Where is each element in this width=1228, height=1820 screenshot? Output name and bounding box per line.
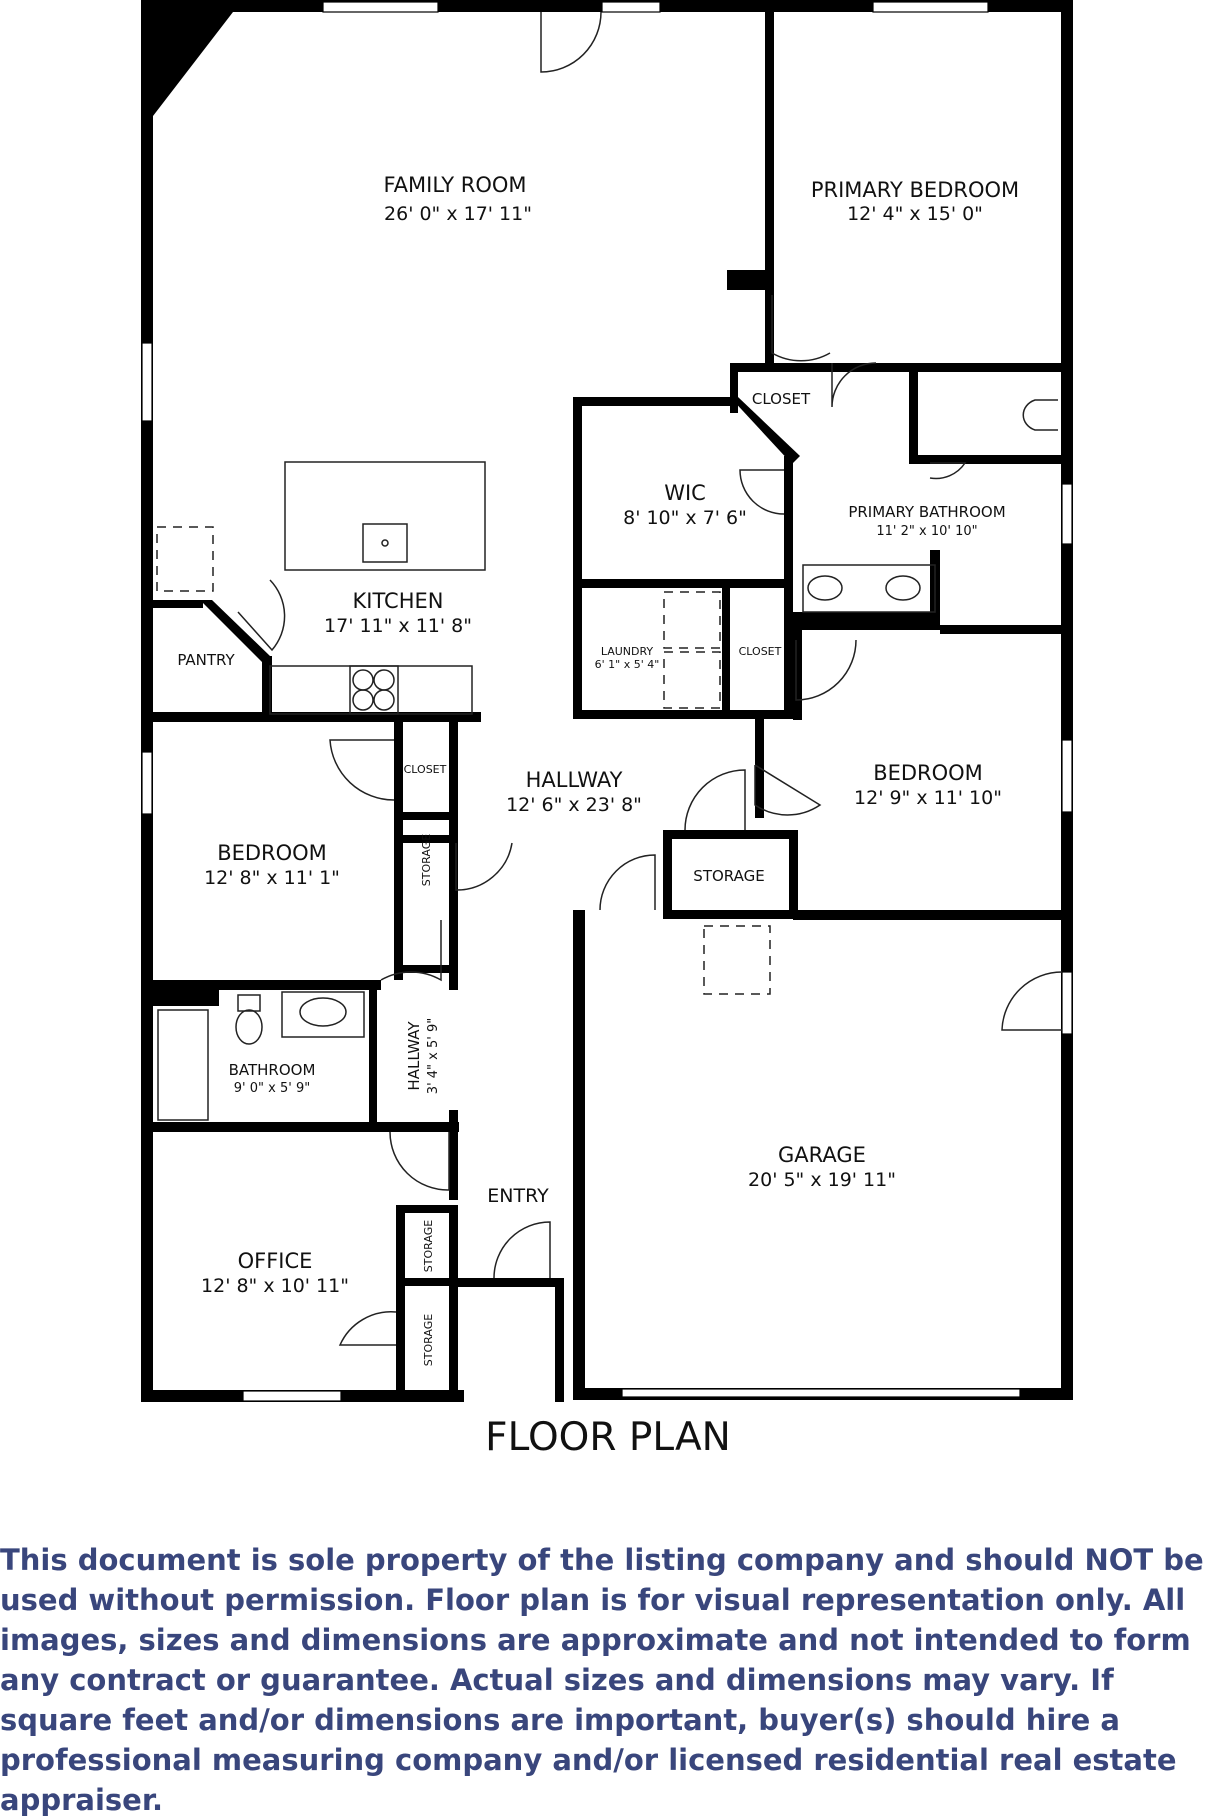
pantry-label: PANTRY [177,651,235,669]
bedroom-right-dimensions: 12' 9" x 11' 10" [854,787,1002,809]
hallway-dimensions: 12' 6" x 23' 8" [506,794,642,816]
kitchen-label: KITCHEN [353,589,444,613]
bedroom-left-dimensions: 12' 8" x 11' 1" [204,867,340,889]
laundry-dimensions: 6' 1" x 5' 4" [595,658,660,671]
storage-office-1-label: STORAGE [422,1220,435,1272]
laundry-label: LAUNDRY [601,645,654,658]
family-room-dimensions: 26' 0" x 17' 11" [384,203,532,225]
bathroom-label: BATHROOM [229,1061,316,1079]
bathroom-dimensions: 9' 0" x 5' 9" [234,1081,310,1096]
storage-mid-label: STORAGE [693,867,764,885]
wic-dimensions: 8' 10" x 7' 6" [623,507,747,529]
primary-bedroom-label: PRIMARY BEDROOM [811,178,1019,202]
hallway-label: HALLWAY [526,768,623,792]
storage-office-2-label: STORAGE [422,1314,435,1366]
garage-dimensions: 20' 5" x 19' 11" [748,1169,896,1191]
fixtures [156,399,1058,1121]
entry-label: ENTRY [487,1185,549,1207]
doors [237,11,1063,1346]
primary-bathroom-label: PRIMARY BATHROOM [848,503,1005,521]
closet-primary-label: CLOSET [752,390,811,408]
disclaimer-text: This document is sole property of the li… [0,1543,1204,1817]
wic-label: WIC [664,481,706,505]
office-dimensions: 12' 8" x 10' 11" [201,1275,349,1297]
garage-label: GARAGE [778,1143,866,1167]
storage-left-label: STORAGE [420,834,433,886]
kitchen-dimensions: 17' 11" x 11' 8" [324,615,472,637]
windows [141,1,1073,1402]
floor-plan-drawing: FAMILY ROOM 26' 0" x 17' 11" PRIMARY BED… [141,0,1073,1460]
room-labels: FAMILY ROOM 26' 0" x 17' 11" PRIMARY BED… [177,173,1019,1460]
bedroom-right-label: BEDROOM [873,761,983,785]
floor-plan-title: FLOOR PLAN [485,1415,731,1460]
closet-laundry-label: CLOSET [739,645,782,658]
office-label: OFFICE [238,1249,313,1273]
primary-bathroom-dimensions: 11' 2" x 10' 10" [876,524,977,539]
primary-bedroom-dimensions: 12' 4" x 15' 0" [847,203,983,225]
hallway-small-dimensions: 3' 4" x 5' 9" [426,1018,441,1094]
bedroom-left-label: BEDROOM [217,841,327,865]
closet-left-label: CLOSET [404,763,447,776]
hallway-small-label: HALLWAY [405,1021,423,1091]
family-room-label: FAMILY ROOM [383,173,526,197]
